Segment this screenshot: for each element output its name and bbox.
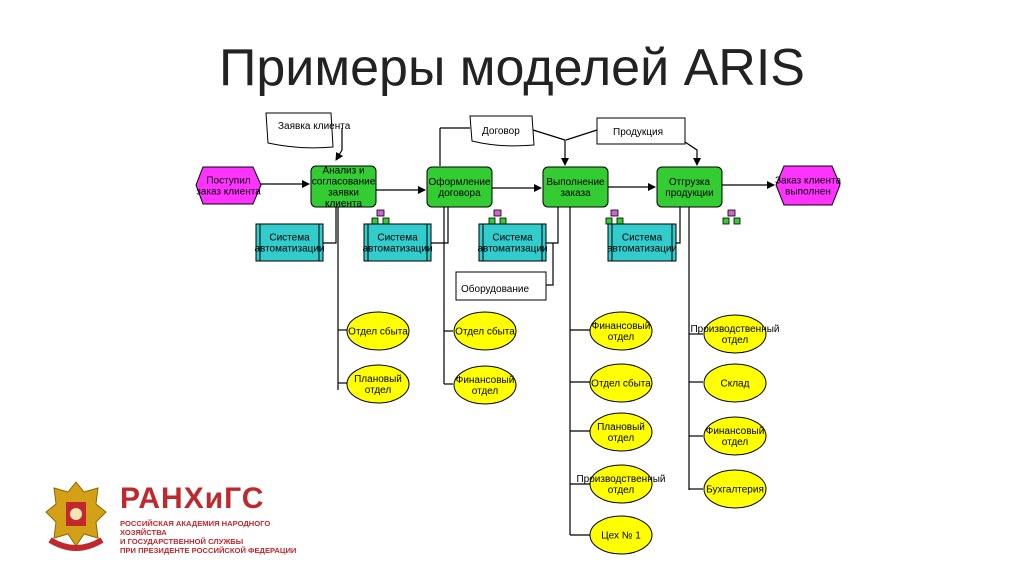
hierarchy-icon	[371, 209, 390, 225]
org-unit-label: Отдел сбыта	[455, 326, 515, 338]
slide-title: Примеры моделей ARIS	[219, 39, 805, 97]
document-label: Продукция	[613, 127, 663, 138]
document-node: Заявка клиента	[265, 112, 351, 149]
org-unit-node: Отдел сбыта	[589, 363, 653, 403]
org-unit-node: Бухгалтерия	[703, 469, 767, 509]
org-unit-node: Отдел сбыта	[346, 311, 410, 351]
document-node: Оборудование	[455, 271, 547, 301]
document-label: Договор	[482, 126, 520, 137]
document-node: Договор	[469, 115, 535, 147]
ranepa-logo: РАНХиГС РОССИЙСКАЯ АКАДЕМИЯ НАРОДНОГО ХО…	[40, 478, 300, 558]
connectors	[259, 127, 775, 536]
logo-subtitle: РОССИЙСКАЯ АКАДЕМИЯ НАРОДНОГО ХОЗЯЙСТВА …	[120, 519, 297, 555]
logo-name: РАНХиГС	[120, 482, 265, 515]
document-node: Продукция	[596, 117, 686, 145]
org-unit-label: Бухгалтерия	[706, 485, 764, 496]
emblem-icon	[45, 481, 107, 551]
org-unit-node: Отдел сбыта	[453, 311, 517, 351]
document-label: Оборудование	[461, 283, 529, 295]
document-label: Заявка клиента	[278, 121, 351, 132]
org-unit-label: Склад	[721, 379, 750, 390]
hierarchy-icon	[605, 209, 624, 225]
org-unit-node: Склад	[703, 363, 767, 403]
org-unit-label: Отдел сбыта	[348, 326, 408, 338]
hierarchy-icon	[488, 209, 507, 225]
org-unit-label: Отдел сбыта	[591, 378, 651, 390]
org-unit-node: Цех № 1	[589, 515, 653, 555]
org-unit-label: Цех № 1	[601, 531, 641, 542]
hierarchy-icon	[722, 209, 741, 225]
